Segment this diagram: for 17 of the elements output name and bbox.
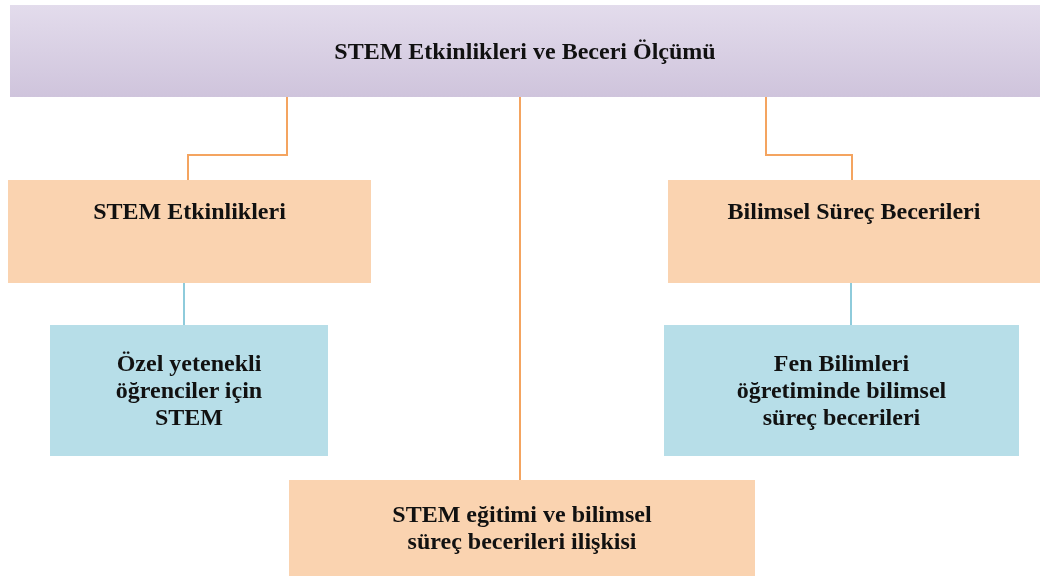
process-box xyxy=(8,180,371,283)
connector-line xyxy=(183,282,185,326)
connector-line xyxy=(765,96,853,181)
process-box xyxy=(10,5,1040,97)
connector-line xyxy=(519,96,521,481)
process-box xyxy=(664,325,1019,456)
box-label: STEM eğitimi ve bilimsel süreç becerileri ilişkisi xyxy=(391,501,653,555)
box-label: Fen Bilimleri öğretiminde bilimsel süreç becerileri xyxy=(735,350,948,431)
connector-line xyxy=(850,282,852,326)
box-label: Bilimsel Süreç Becerileri xyxy=(727,198,981,225)
process-box xyxy=(668,180,1040,283)
process-box xyxy=(289,480,755,576)
process-box xyxy=(50,325,328,456)
box-label: STEM Etkinlikleri ve Beceri Ölçümü xyxy=(334,37,716,65)
box-label: STEM Etkinlikleri xyxy=(93,198,286,225)
connector-line xyxy=(187,96,288,181)
box-label: Özel yetenekli öğrenciler için STEM xyxy=(114,350,264,431)
